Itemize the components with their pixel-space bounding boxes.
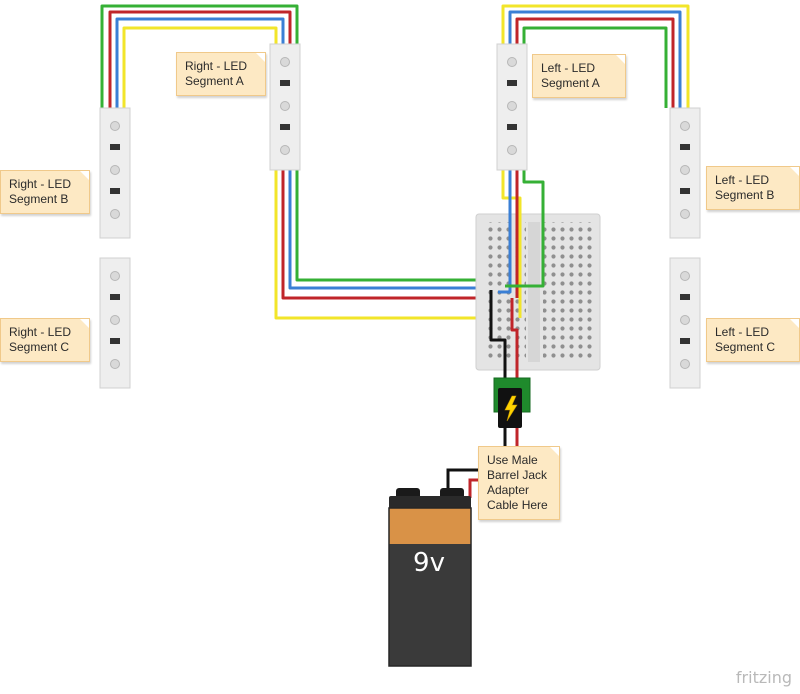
wire-black [489,290,507,380]
label-line-2: Segment B [715,188,775,202]
battery-9v [388,488,472,667]
lightning-bolt-icon [504,395,518,422]
label-left-led-segment-c: Left - LED Segment C [706,318,800,362]
wire-green [505,168,545,288]
led-chip-icon [680,315,690,325]
wire-green [295,168,505,282]
resistor-icon [680,294,690,300]
led-chip-icon [280,101,290,111]
label-left-led-segment-b: Left - LED Segment B [706,166,800,210]
led-chip-icon [110,359,120,369]
led-chip-icon [507,145,517,155]
wire-blue [508,10,682,108]
led-strip-left-segment-c [669,257,701,389]
wire-red-supply [510,298,519,380]
label-line-2: Segment A [541,76,600,90]
led-chip-icon [110,209,120,219]
barrel-jack [493,377,531,428]
led-chip-icon [110,165,120,175]
resistor-icon [680,188,690,194]
resistor-icon [110,144,120,150]
wire-red [515,17,675,108]
led-chip-icon [280,145,290,155]
label-line-1: Left - LED [541,61,596,75]
wire-green [522,26,668,108]
resistor-icon [280,80,290,86]
led-chip-icon [110,315,120,325]
led-strip-right-segment-b [99,107,131,239]
led-strip-left-segment-a [496,43,528,171]
led-chip-icon [680,121,690,131]
wire-yellow [122,26,278,108]
led-chip-icon [507,57,517,67]
wire-blue [498,168,512,294]
resistor-icon [110,188,120,194]
label-line-2: Segment A [185,74,244,88]
label-line-1: Right - LED [9,325,72,339]
led-strips [99,43,701,389]
label-line-3: Adapter [487,483,530,497]
resistor-icon [110,338,120,344]
led-chip-icon [507,101,517,111]
wire-bundle-right-to-breadboard [274,168,527,320]
label-line-2: Segment C [715,340,776,354]
led-chip-icon [680,165,690,175]
wire-blue [288,168,498,290]
wire-red [281,168,512,300]
led-strip-left-segment-b [669,107,701,239]
led-chip-icon [680,209,690,219]
label-line-1: Right - LED [9,177,72,191]
wire-blue [115,17,285,108]
resistor-icon [280,124,290,130]
breadboard [475,213,601,371]
label-line-1: Left - LED [715,173,770,187]
label-line-2: Segment C [9,340,70,354]
wire-bundle-left-arch [501,4,690,108]
wire-yellow [274,168,527,320]
label-right-led-segment-b: Right - LED Segment B [0,170,90,214]
wire-green [100,4,299,108]
led-strip-right-segment-c [99,257,131,389]
label-line-1: Use Male [487,453,538,467]
resistor-icon [680,144,690,150]
resistor-icon [680,338,690,344]
label-line-2: Segment B [9,192,69,206]
led-chip-icon [110,271,120,281]
label-line-4: Cable Here [487,498,548,512]
led-chip-icon [280,57,290,67]
resistor-icon [507,124,517,130]
led-strip-right-segment-a [269,43,301,171]
label-line-1: Left - LED [715,325,770,339]
led-chip-icon [110,121,120,131]
label-barrel-jack-note: Use Male Barrel Jack Adapter Cable Here [478,446,560,520]
wire-red [108,10,292,108]
wire-bundle-right-arch [100,4,299,108]
wire-yellow [501,4,690,108]
label-line-2: Barrel Jack [487,468,548,482]
resistor-icon [507,80,517,86]
label-left-led-segment-a: Left - LED Segment A [532,54,626,98]
label-right-led-segment-a: Right - LED Segment A [176,52,266,96]
wire-bundle-left-to-breadboard [489,168,545,380]
fritzing-watermark: fritzing [735,668,792,687]
battery-voltage-label: 9v [413,548,445,578]
resistor-icon [110,294,120,300]
led-chip-icon [680,359,690,369]
led-chip-icon [680,271,690,281]
label-line-1: Right - LED [185,59,248,73]
label-right-led-segment-c: Right - LED Segment C [0,318,90,362]
